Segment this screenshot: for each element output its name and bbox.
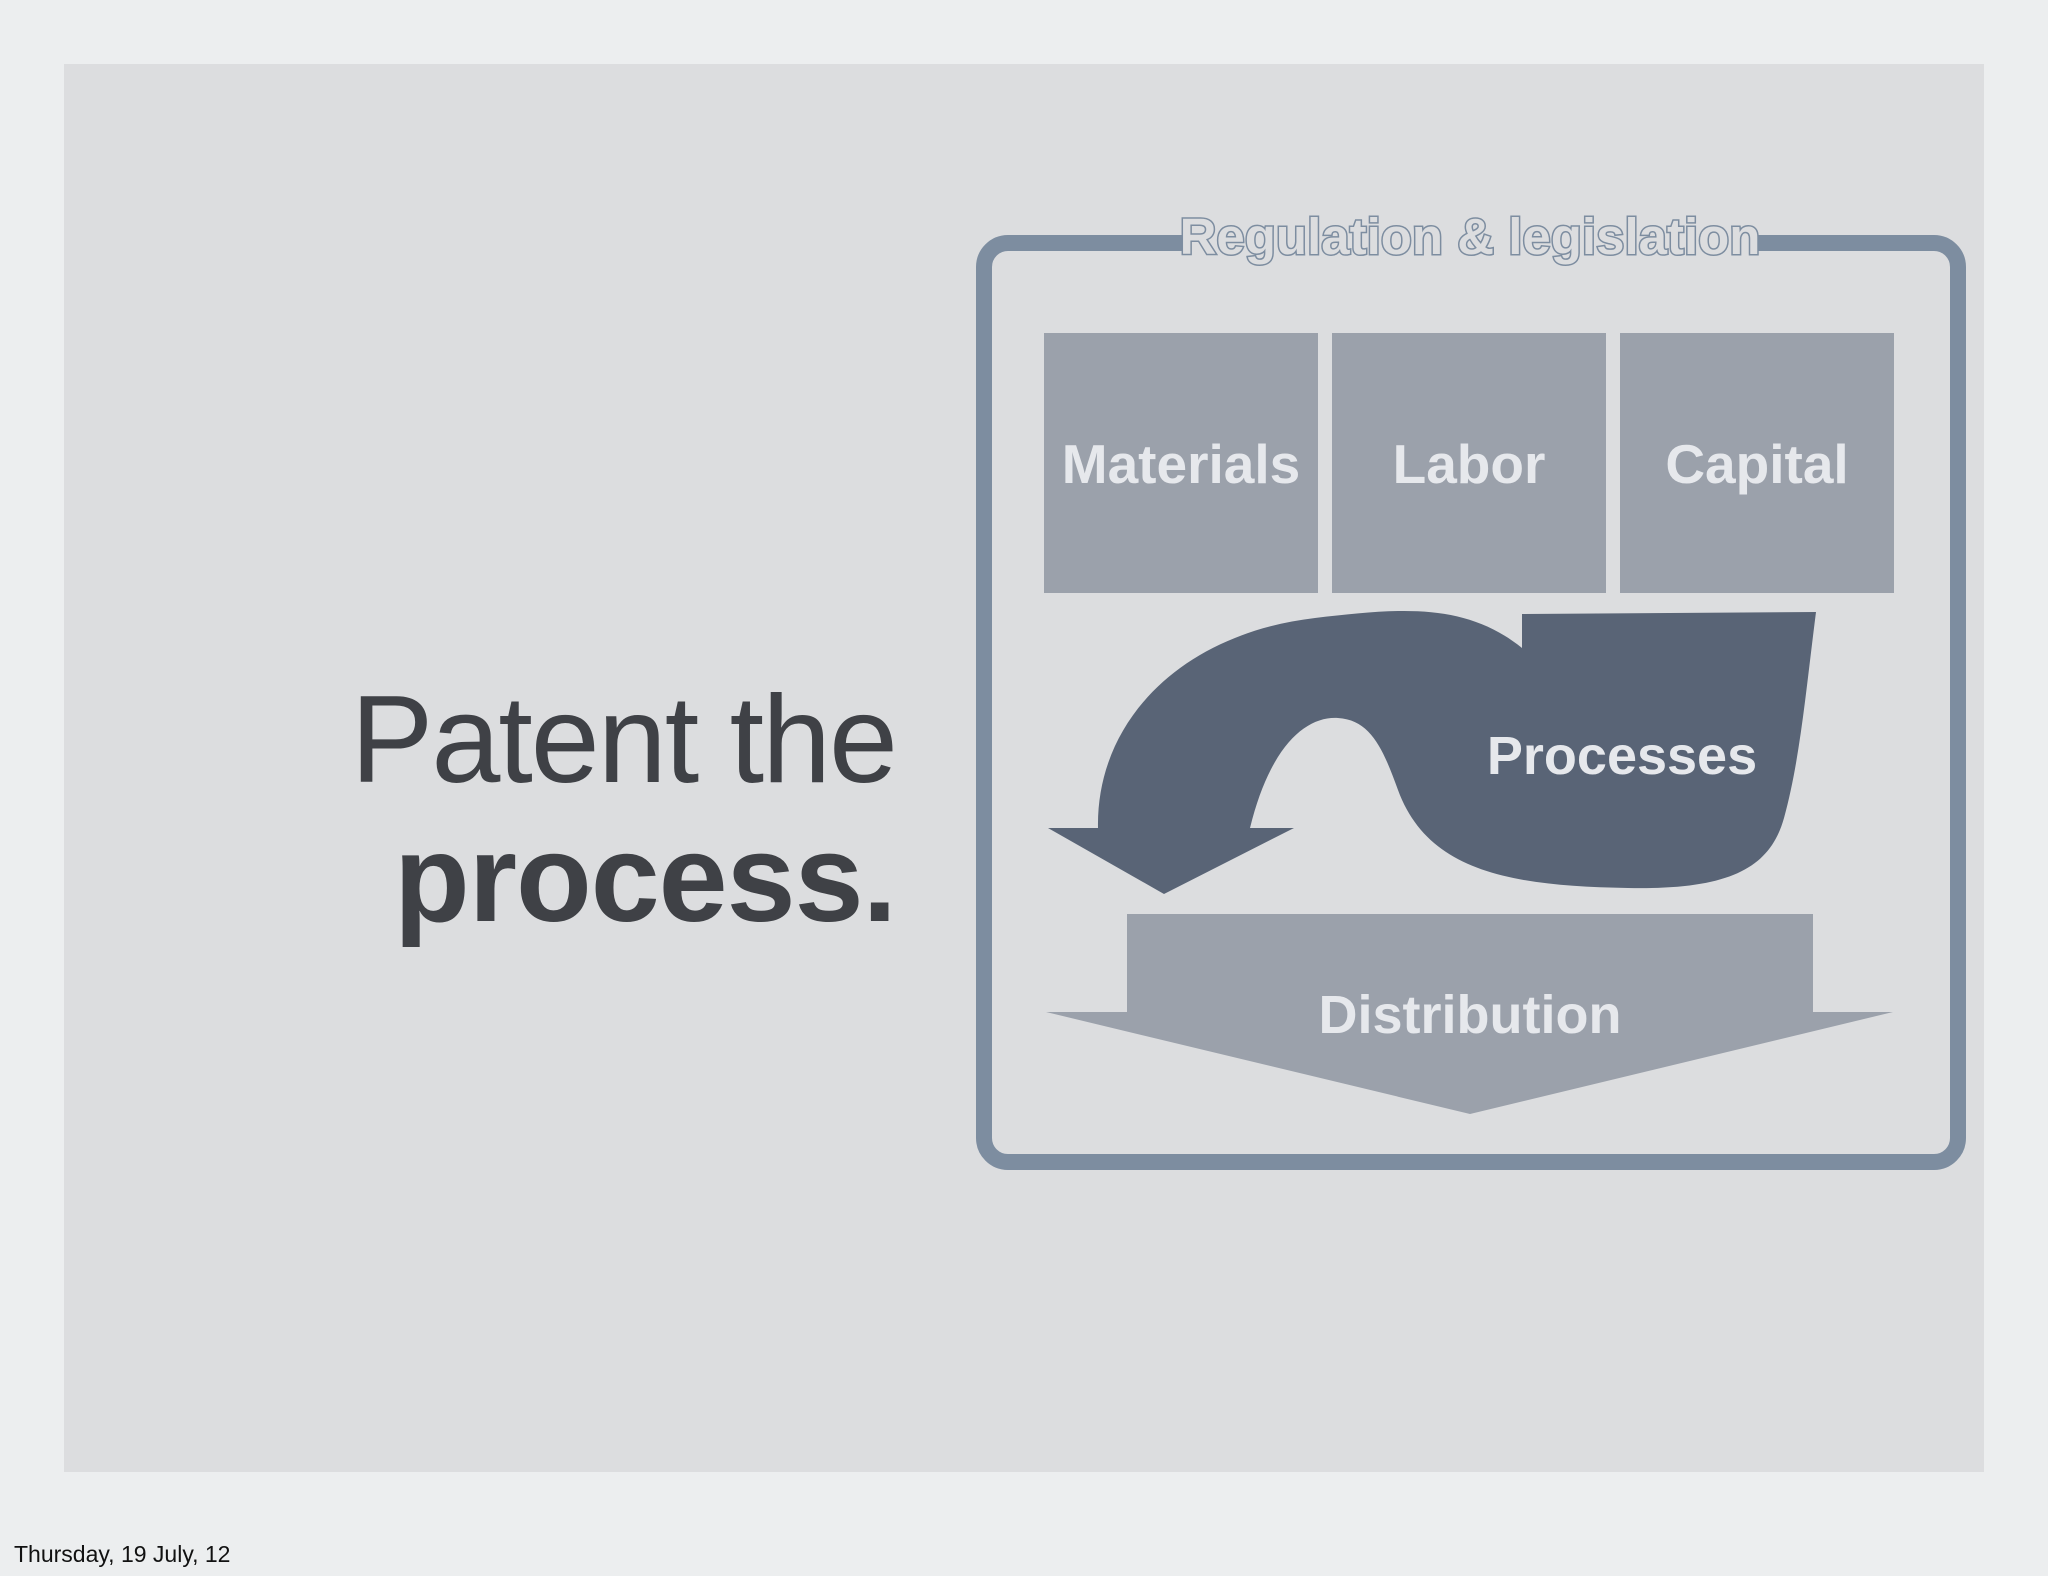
materials-box [1044,333,1318,593]
distribution-label: Distribution [1319,985,1622,1045]
process-label: Processes [1487,726,1757,786]
slide-headline: Patent the process. [350,671,898,954]
labor-label: Labor [1393,433,1546,495]
slide-date: Thursday, 19 July, 12 [14,1541,231,1567]
labor-box [1332,333,1606,593]
headline-line-2: process. [393,810,897,948]
capital-label: Capital [1665,433,1848,495]
headline-line-1: Patent the [350,671,898,809]
process-arrow [1048,610,1816,894]
materials-label: Materials [1062,433,1300,495]
distribution-arrow [1046,914,1893,1114]
frame-label-backdrop [1184,222,1752,264]
capital-box [1620,333,1894,593]
frame-label: Regulation & legislation [1180,208,1761,265]
